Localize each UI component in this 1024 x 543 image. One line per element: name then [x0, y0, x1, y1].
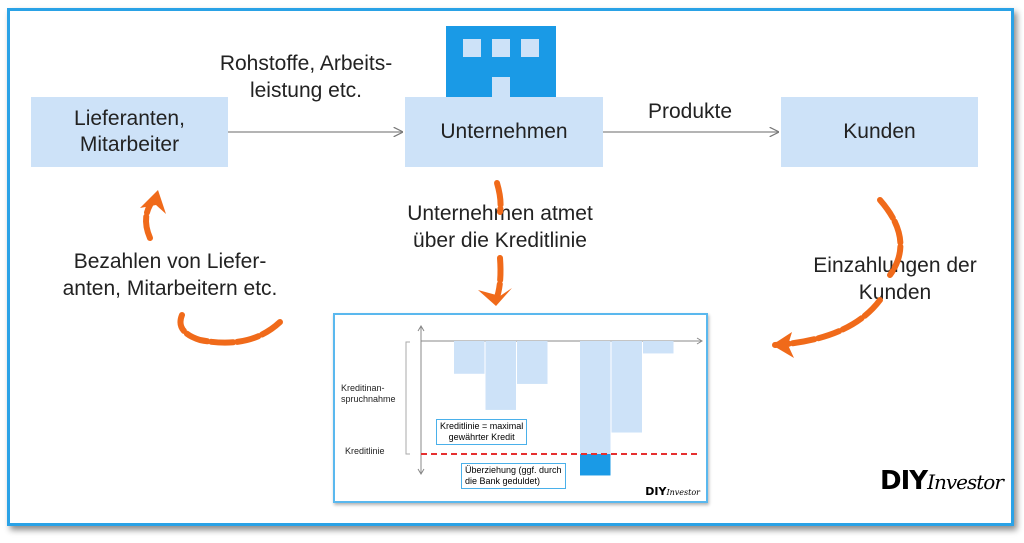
overdraft-bar	[580, 454, 611, 476]
orange-arrow-right-bottom	[772, 297, 883, 348]
payments-in-label: Einzahlungen der Kunden	[813, 254, 977, 305]
orange-arrow-top	[494, 180, 504, 215]
diy-investor-logo: DIYInvestor	[880, 466, 1004, 496]
credit-line-chart: Kreditinan- spruchnahme Kreditlinie Kred…	[333, 313, 708, 503]
usage-bar	[517, 341, 548, 384]
usage-bar	[454, 341, 485, 374]
suppliers-box: Lieferanten, Mitarbeiter	[31, 97, 228, 167]
inputs-label: Rohstoffe, Arbeits- leistung etc.	[219, 52, 393, 103]
usage-bar	[580, 341, 611, 454]
logo-script: Investor	[927, 470, 1004, 494]
orange-arrow-right-top	[877, 197, 904, 278]
company-label: Unternehmen	[440, 119, 568, 143]
axis-arrowheads	[417, 325, 703, 475]
suppliers-label: Lieferanten, Mitarbeiter	[74, 106, 185, 156]
logo-bold: DIY	[880, 466, 928, 496]
callout-credit-line: Kreditlinie = maximal gewährter Kredit	[436, 419, 528, 445]
products-label: Produkte	[647, 100, 733, 123]
chart-logo: DIYInvestor	[645, 485, 700, 498]
chart-ylabel: Kreditinan- spruchnahme	[341, 383, 396, 404]
arrowhead-left	[772, 332, 794, 358]
usage-bar	[643, 341, 674, 354]
arrowhead-down	[478, 288, 512, 306]
customers-label: Kunden	[843, 119, 916, 143]
callout-overdraft: Überziehung (ggf. durch die Bank gedulde…	[461, 463, 566, 489]
customers-box: Kunden	[781, 97, 978, 167]
arrowhead-up	[140, 190, 166, 214]
orange-arrow-down	[493, 255, 504, 303]
usage-bar	[611, 341, 642, 433]
payments-out-label: Bezahlen von Liefer- anten, Mitarbeitern…	[62, 250, 278, 301]
credit-line-label: Kreditlinie	[345, 446, 385, 456]
company-box: Unternehmen	[405, 97, 603, 167]
bracket	[405, 341, 410, 455]
building-icon	[446, 26, 556, 97]
usage-bar	[485, 341, 516, 410]
chart-canvas	[405, 325, 703, 476]
orange-arrow-left-bottom	[177, 312, 283, 346]
